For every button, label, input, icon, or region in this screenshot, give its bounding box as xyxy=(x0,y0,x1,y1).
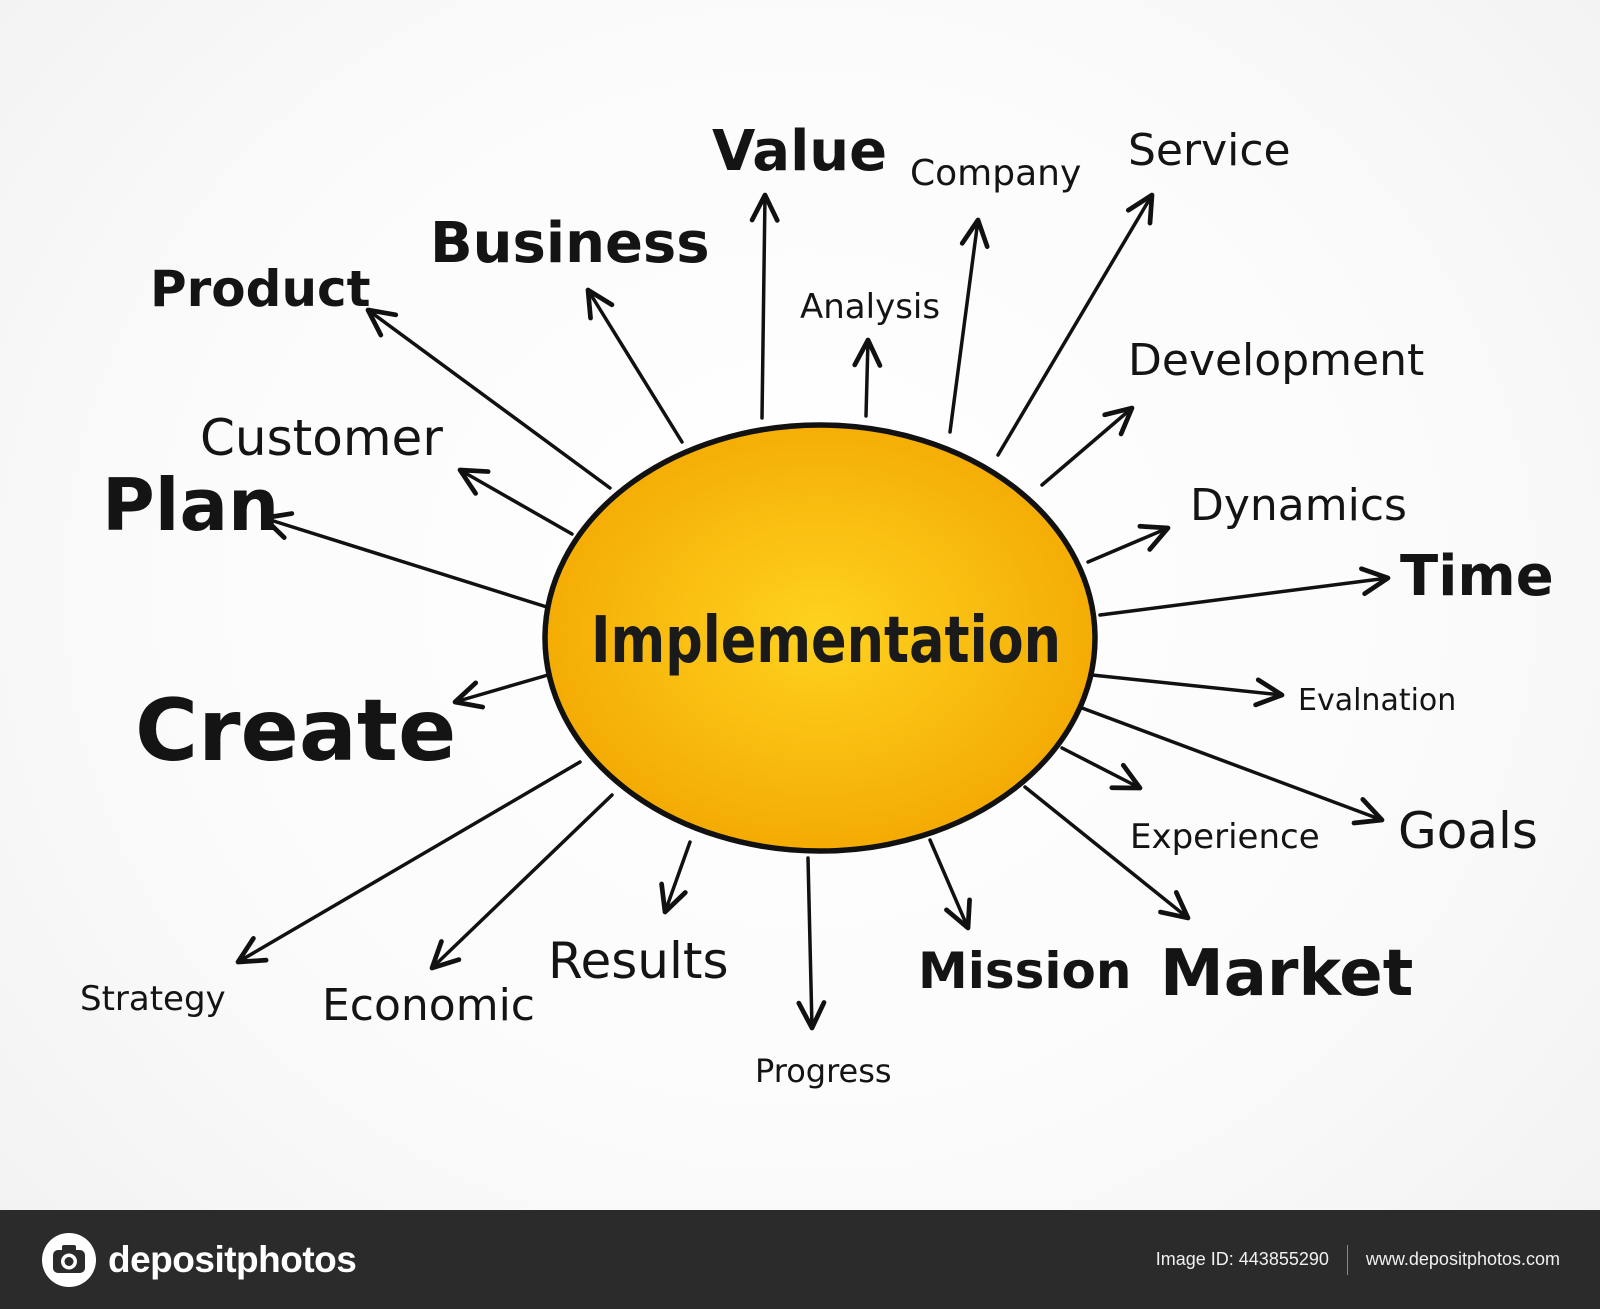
arrow-plan xyxy=(261,511,552,610)
term-goals: Goals xyxy=(1398,802,1538,860)
arrow-results xyxy=(659,840,692,915)
term-market: Market xyxy=(1160,937,1413,1011)
term-analysis: Analysis xyxy=(800,287,940,327)
brand: depositphotos xyxy=(40,1231,357,1289)
arrow-company xyxy=(948,217,990,434)
arrow-evaluation xyxy=(1090,673,1285,708)
footer-meta: Image ID: 443855290 www.depositphotos.co… xyxy=(1155,1244,1560,1275)
footer-divider xyxy=(1346,1244,1348,1275)
arrow-dynamics xyxy=(1086,523,1171,564)
arrow-market xyxy=(1023,785,1191,921)
term-business: Business xyxy=(430,211,710,276)
term-value: Value xyxy=(712,119,887,184)
arrow-product xyxy=(365,307,612,490)
camera-logo-icon xyxy=(42,1232,96,1287)
term-economic: Economic xyxy=(322,980,535,1031)
arrow-progress xyxy=(796,856,827,1031)
term-progress: Progress xyxy=(755,1052,892,1090)
footer-bar: depositphotos Image ID: 443855290 www.de… xyxy=(0,1210,1600,1309)
arrow-time xyxy=(1098,566,1391,617)
term-company: Company xyxy=(910,153,1081,194)
term-create: Create xyxy=(135,681,456,781)
term-results: Results xyxy=(548,932,729,990)
arrow-analysis xyxy=(852,337,883,418)
term-customer: Customer xyxy=(200,409,443,467)
arrow-goals xyxy=(1080,706,1385,826)
term-experience: Experience xyxy=(1130,817,1320,857)
image-id: Image ID: 443855290 xyxy=(1155,1249,1329,1269)
arrow-customer xyxy=(457,467,574,536)
arrow-mission xyxy=(928,838,972,931)
term-strategy: Strategy xyxy=(80,979,226,1019)
center-node xyxy=(542,422,1098,854)
term-service: Service xyxy=(1128,125,1291,176)
center-label: Implementation xyxy=(591,604,1061,678)
mind-map-diagram: Implementation Value Company Service Bus… xyxy=(80,119,1554,1090)
term-dynamics: Dynamics xyxy=(1190,480,1407,531)
arrow-strategy xyxy=(235,760,582,965)
arrow-experience xyxy=(1060,746,1143,791)
brand-name: depositphotos xyxy=(108,1238,357,1280)
arrow-economic xyxy=(429,793,614,971)
arrow-service xyxy=(996,192,1155,457)
arrow-value xyxy=(749,192,780,420)
website-link[interactable]: www.depositphotos.com xyxy=(1365,1249,1560,1269)
term-time: Time xyxy=(1400,544,1554,609)
term-plan: Plan xyxy=(102,463,279,547)
arrow-create xyxy=(452,673,550,710)
arrow-development xyxy=(1040,405,1135,487)
term-product: Product xyxy=(150,260,371,318)
term-development: Development xyxy=(1128,335,1424,386)
term-mission: Mission xyxy=(918,942,1132,1000)
arrow-business xyxy=(585,287,684,444)
term-evaluation: Evalnation xyxy=(1298,683,1456,718)
